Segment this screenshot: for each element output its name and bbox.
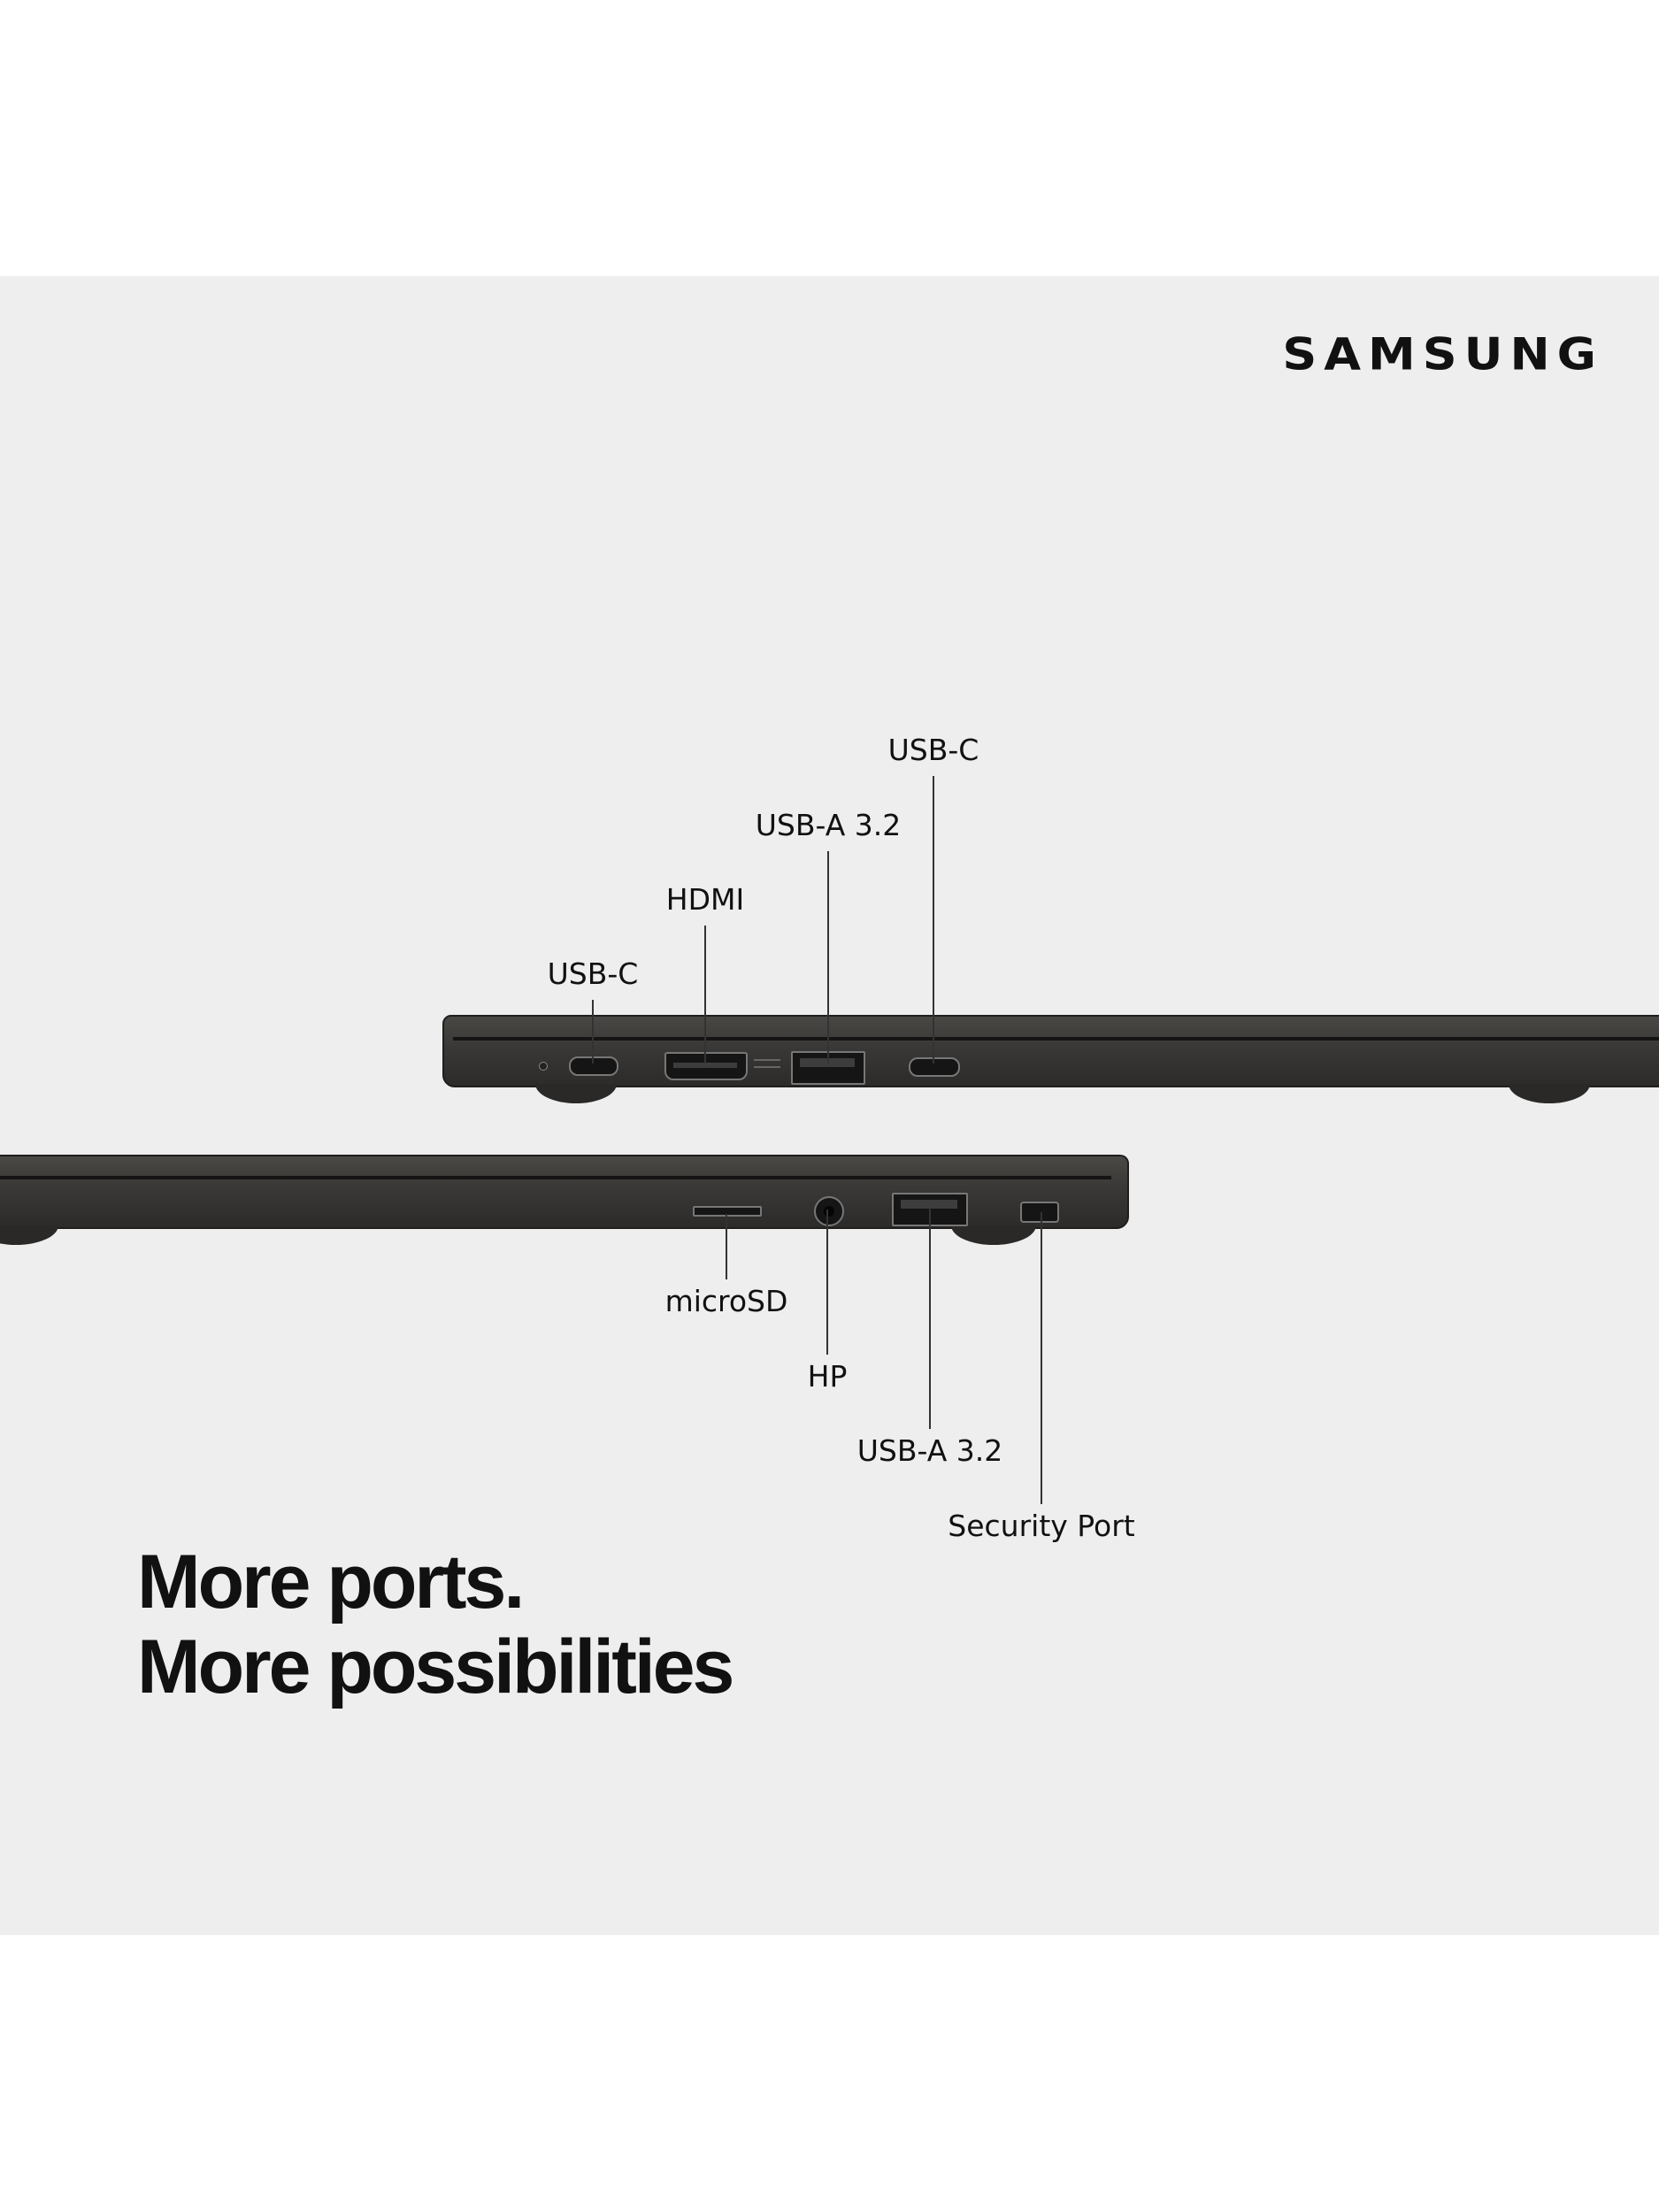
- port-label-microsd: microSD: [664, 1284, 788, 1318]
- leader-line-hp: [826, 1210, 828, 1355]
- leader-line-usb-c-1: [592, 1000, 594, 1064]
- port-label-usb-a-top: USB-A 3.2: [755, 808, 902, 842]
- leader-line-usb-c-2: [933, 776, 934, 1064]
- usb-c-port-icon: [909, 1057, 960, 1077]
- microsd-slot-icon: [693, 1206, 762, 1217]
- samsung-logo: SAMSUNG: [1282, 328, 1603, 380]
- port-label-usb-c-2: USB-C: [887, 733, 979, 767]
- leader-line-usb-a-bottom: [929, 1208, 931, 1429]
- security-lock-slot-icon: [1020, 1202, 1059, 1223]
- leader-line-usb-a-top: [827, 851, 829, 1064]
- port-label-security-port: Security Port: [948, 1509, 1135, 1543]
- leader-line-security-port: [1041, 1212, 1042, 1504]
- headline-line-1: More ports.: [137, 1540, 525, 1624]
- headline-line-2: More possibilities: [137, 1624, 734, 1709]
- headline: More ports. More possibilities: [137, 1540, 734, 1709]
- port-label-usb-c-1: USB-C: [547, 956, 639, 991]
- hdmi-port-icon: [664, 1052, 748, 1080]
- product-panel: SAMSUNG USB-C H: [0, 276, 1659, 1935]
- port-label-hp: HP: [807, 1359, 848, 1394]
- leader-line-microsd: [726, 1214, 727, 1279]
- leader-line-hdmi: [704, 926, 706, 1064]
- usb-c-port-icon: [569, 1056, 618, 1076]
- indicator-light-icon: [539, 1062, 548, 1071]
- headphone-jack-icon: [814, 1196, 844, 1226]
- port-label-usb-a-bottom: USB-A 3.2: [856, 1433, 1003, 1468]
- hdmi-logo-icon: [754, 1059, 780, 1068]
- port-label-hdmi: HDMI: [665, 882, 745, 917]
